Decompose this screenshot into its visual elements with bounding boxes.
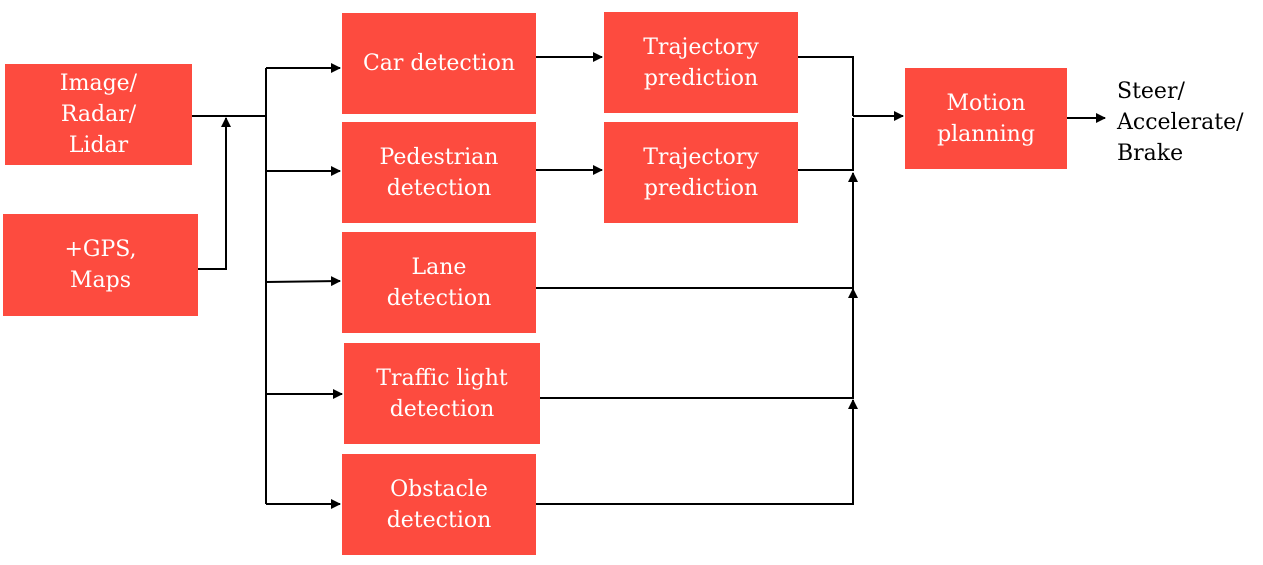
control-output-label: Steer/ Accelerate/ Brake: [1117, 79, 1244, 166]
car-trajectory-connector: [798, 56, 854, 116]
pedestrian-trajectory-connector: [798, 118, 854, 171]
traffic-light-connector: [540, 288, 858, 399]
motion-planning-box: Motion planning: [905, 68, 1067, 169]
obstacle-detection-box: Obstacle detection: [342, 454, 536, 555]
lane-connector: [536, 172, 858, 289]
gps-to-sensor-connector: [198, 117, 231, 270]
car-trajectory-prediction-box: Trajectory prediction: [604, 12, 798, 113]
gps-maps-box: +GPS, Maps: [3, 214, 198, 316]
pedestrian-detection-box: Pedestrian detection: [342, 122, 536, 223]
traffic-light-detection-box: Traffic light detection: [344, 343, 540, 444]
arrow-to-lane-detection: [265, 276, 341, 287]
lane-detection-box: Lane detection: [342, 232, 536, 333]
sensor-inputs-box: Image/ Radar/ Lidar: [5, 64, 192, 165]
car-detection-box: Car detection: [342, 13, 536, 114]
obstacle-connector: [536, 399, 858, 505]
pedestrian-trajectory-prediction-box: Trajectory prediction: [604, 122, 798, 223]
